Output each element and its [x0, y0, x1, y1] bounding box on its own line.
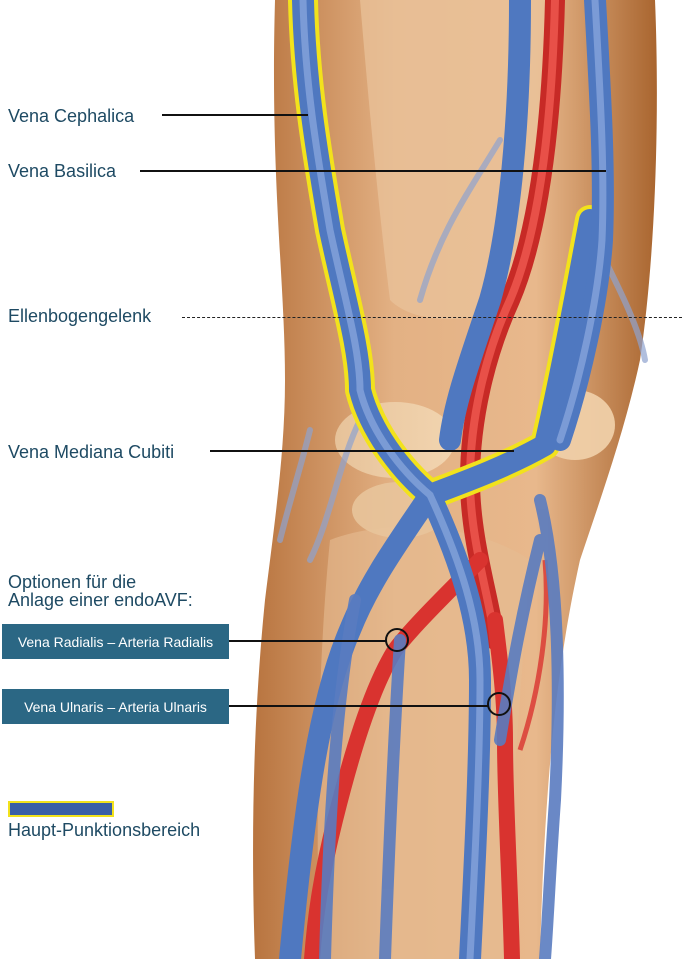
forearm-vein-2: [534, 494, 564, 959]
small-artery-branch: [517, 559, 549, 751]
vena-mediana-antebrachii: [439, 0, 531, 451]
deep-vein-branch-1: [417, 137, 503, 303]
label-vena-cephalica: Vena Cephalica: [8, 106, 135, 126]
label-vena-mediana-cubiti: Vena Mediana Cubiti: [8, 442, 175, 462]
forearm-vein-4: [494, 534, 546, 746]
legend-swatch: [8, 801, 114, 817]
puncture-site-radialis: [385, 628, 409, 652]
joint-dashed-line: [182, 317, 682, 318]
leader-line-radialis: [229, 640, 386, 642]
options-heading-line1: Optionen für die: [8, 572, 137, 592]
legend-label: Haupt-Punktionsbereich: [8, 820, 201, 840]
label-ellenbogengelenk: Ellenbogengelenk: [8, 306, 152, 326]
radial-artery: [304, 552, 488, 959]
deep-vein-branch-4: [307, 417, 363, 563]
leader-line-mediana: [210, 450, 514, 452]
option-box-ulnaris: Vena Ulnaris – Arteria Ulnaris: [2, 689, 229, 724]
leader-line-ulnaris: [229, 705, 488, 707]
vena-basilica-sheen: [556, 0, 607, 444]
option-box-radialis: Vena Radialis – Arteria Radialis: [2, 624, 229, 659]
vena-ulnaris-sheen: [426, 491, 484, 959]
label-vena-basilica: Vena Basilica: [8, 161, 117, 181]
ulnar-artery: [487, 612, 520, 959]
leader-line-cephalica: [162, 114, 308, 116]
options-heading-line2: Anlage einer endoAVF:: [8, 590, 193, 610]
forearm-vein-3: [379, 634, 406, 959]
vena-mediana-cubiti: [419, 209, 601, 506]
forearm-vein-1: [319, 594, 361, 959]
vena-cephalica-sheen: [299, 0, 434, 499]
leader-line-basilica: [140, 170, 606, 172]
puncture-site-ulnaris: [487, 692, 511, 716]
deep-vein-branch-2: [277, 427, 313, 543]
